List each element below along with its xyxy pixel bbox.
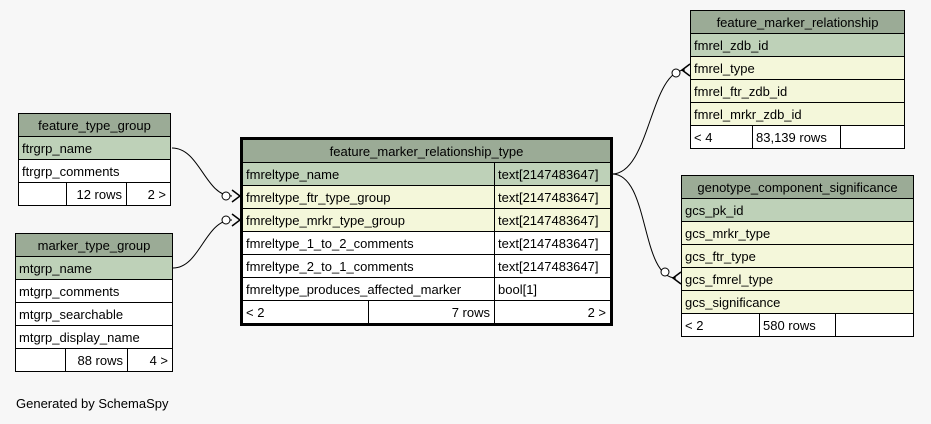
table-title[interactable]: feature_marker_relationship	[690, 10, 905, 34]
column-fmreltype-2-to-1-comments[interactable]: fmreltype_2_to_1_comments	[241, 254, 495, 278]
children-count[interactable]: 2 >	[126, 182, 171, 206]
column-type: text[2147483647]	[494, 185, 612, 209]
column-ftrgrp-comments[interactable]: ftrgrp_comments	[18, 159, 171, 183]
column-gcs-ftr-type[interactable]: gcs_ftr_type	[681, 244, 914, 268]
edge-end-circle-3	[671, 68, 681, 78]
column-gcs-significance[interactable]: gcs_significance	[681, 290, 914, 314]
column-type: text[2147483647]	[494, 208, 612, 232]
row-count: 580 rows	[759, 313, 836, 337]
column-mtgrp-searchable[interactable]: mtgrp_searchable	[15, 302, 173, 326]
row-count: 12 rows	[66, 182, 127, 206]
column-fmrel-type[interactable]: fmrel_type	[690, 56, 905, 80]
table-marker-type-group[interactable]: marker_type_group mtgrp_name mtgrp_comme…	[15, 233, 173, 372]
column-fmreltype-1-to-2-comments[interactable]: fmreltype_1_to_2_comments	[241, 231, 495, 255]
parents-cell	[15, 348, 66, 372]
parents-cell	[18, 182, 67, 206]
row-count: 7 rows	[368, 300, 495, 325]
parents-count[interactable]: < 4	[690, 125, 753, 149]
column-fmrel-ftr-zdb-id[interactable]: fmrel_ftr_zdb_id	[690, 79, 905, 103]
edge-fmreltype-to-fmrel	[611, 69, 686, 175]
table-feature-type-group[interactable]: feature_type_group ftrgrp_name ftrgrp_co…	[18, 113, 171, 206]
table-genotype-component-significance[interactable]: genotype_component_significance gcs_pk_i…	[681, 175, 914, 337]
column-mtgrp-comments[interactable]: mtgrp_comments	[15, 279, 173, 303]
edge-end-circle-1	[221, 191, 231, 201]
column-gcs-mrkr-type[interactable]: gcs_mrkr_type	[681, 221, 914, 245]
column-type: text[2147483647]	[494, 231, 612, 255]
table-title[interactable]: feature_type_group	[18, 113, 171, 137]
edge-mtgrp-to-fmreltype	[172, 219, 233, 269]
column-fmreltype-mrkr-type-group[interactable]: fmreltype_mrkr_type_group	[241, 208, 495, 232]
parents-count[interactable]: < 2	[681, 313, 760, 337]
row-count: 83,139 rows	[752, 125, 841, 149]
column-fmreltype-produces-affected-marker[interactable]: fmreltype_produces_affected_marker	[241, 277, 495, 301]
column-gcs-pk-id[interactable]: gcs_pk_id	[681, 198, 914, 222]
footer-generated-by: Generated by SchemaSpy	[16, 396, 169, 411]
table-title[interactable]: marker_type_group	[15, 233, 173, 257]
table-title[interactable]: genotype_component_significance	[681, 175, 914, 199]
edge-end-circle-2	[221, 215, 231, 225]
edge-fmreltype-to-gcs	[611, 173, 677, 279]
column-mtgrp-display-name[interactable]: mtgrp_display_name	[15, 325, 173, 349]
column-fmrel-mrkr-zdb-id[interactable]: fmrel_mrkr_zdb_id	[690, 102, 905, 126]
column-ftrgrp-name[interactable]: ftrgrp_name	[18, 136, 171, 160]
edge-end-circle-4	[660, 267, 670, 277]
table-feature-marker-relationship[interactable]: feature_marker_relationship fmrel_zdb_id…	[690, 10, 905, 149]
table-feature-marker-relationship-type[interactable]: feature_marker_relationship_type fmrelty…	[240, 137, 613, 326]
crowfoot-3	[680, 63, 691, 77]
table-title[interactable]: feature_marker_relationship_type	[241, 138, 612, 163]
crowfoot-2	[231, 213, 242, 227]
children-cell	[835, 313, 914, 337]
crowfoot-4	[671, 271, 682, 285]
column-type: text[2147483647]	[494, 254, 612, 278]
children-count[interactable]: 2 >	[494, 300, 612, 325]
crowfoot-1	[231, 189, 242, 203]
column-fmreltype-name[interactable]: fmreltype_name	[241, 162, 495, 186]
column-fmreltype-ftr-type-group[interactable]: fmreltype_ftr_type_group	[241, 185, 495, 209]
row-count: 88 rows	[65, 348, 128, 372]
parents-count[interactable]: < 2	[241, 300, 369, 325]
column-mtgrp-name[interactable]: mtgrp_name	[15, 256, 173, 280]
column-fmrel-zdb-id[interactable]: fmrel_zdb_id	[690, 33, 905, 57]
children-cell	[840, 125, 905, 149]
column-gcs-fmrel-type[interactable]: gcs_fmrel_type	[681, 267, 914, 291]
column-type: text[2147483647]	[494, 162, 612, 186]
edge-ftrgrp-to-fmreltype	[171, 147, 233, 197]
column-type: bool[1]	[494, 277, 612, 301]
children-count[interactable]: 4 >	[127, 348, 173, 372]
